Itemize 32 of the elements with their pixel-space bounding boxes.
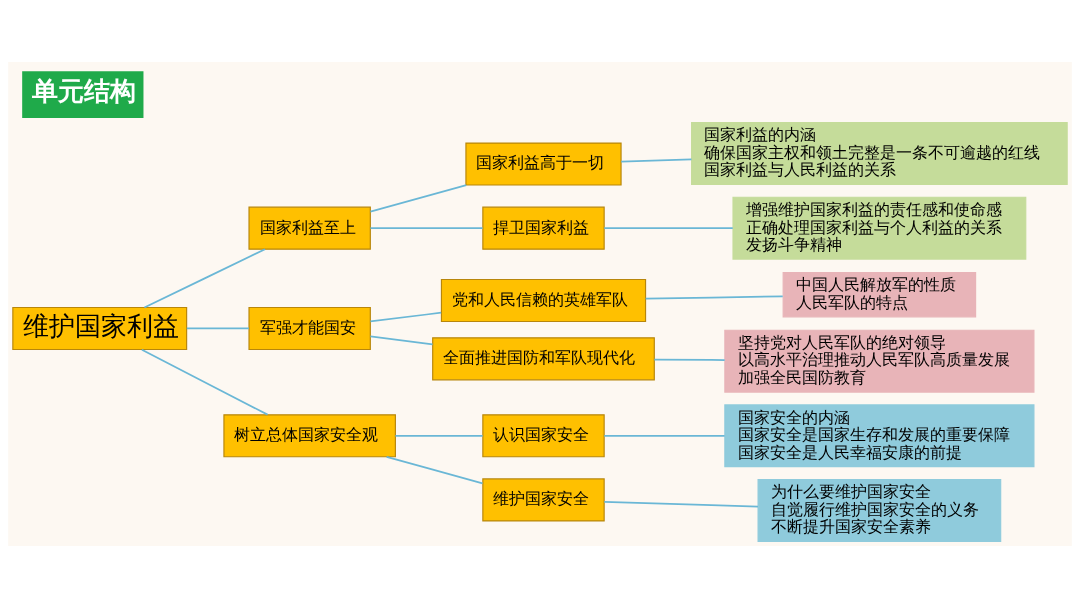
connector xyxy=(603,227,734,230)
connector xyxy=(603,500,759,508)
node-box: 国家利益至上 xyxy=(248,206,371,250)
node-box: 党和人民信赖的英雄军队 xyxy=(440,278,647,323)
connector xyxy=(369,227,484,230)
node-box: 维护国家利益 xyxy=(12,306,188,351)
connector xyxy=(385,455,484,485)
connector xyxy=(185,327,250,330)
node-box: 维护国家安全 xyxy=(482,478,605,522)
connector xyxy=(369,184,468,213)
diagram-title: 单元结构 xyxy=(31,76,136,107)
node-box: 树立总体国家安全观 xyxy=(223,414,396,458)
node-box: 增强维护国家利益的责任感和使命感 正确处理国家利益与个人利益的关系 发扬斗争精神 xyxy=(732,196,1027,260)
node-box: 中国人民解放军的性质 人民军队的特点 xyxy=(782,271,977,318)
node-box: 军强才能国安 xyxy=(248,306,371,351)
connector xyxy=(603,434,726,437)
node-box: 国家利益的内涵 确保国家主权和领土完整是一条不可逾越的红线 国家利益与人民利益的关系 xyxy=(691,122,1068,186)
node-box: 全面推进国防和军队现代化 xyxy=(432,337,655,381)
node-box: 认识国家安全 xyxy=(482,414,605,458)
connector xyxy=(644,295,784,300)
connector xyxy=(369,335,434,346)
node-box: 国家安全的内涵 国家安全是国家生存和发展的重要保障 国家安全是人民幸福安康的前提 xyxy=(724,404,1035,468)
node-box: 捍卫国家利益 xyxy=(482,206,605,250)
connector xyxy=(394,434,484,437)
connector xyxy=(141,348,269,416)
node-box: 国家利益高于一切 xyxy=(465,142,622,186)
connector xyxy=(620,158,693,163)
node-box: 为什么要维护国家安全 自觉履行维护国家安全的义务 不断提升国家安全素养 xyxy=(757,478,1002,542)
connector xyxy=(653,358,726,361)
node-box: 坚持党对人民军队的绝对领导 以高水平治理推动人民军队高质量发展 加强全民国防教育 xyxy=(724,329,1035,393)
connector xyxy=(143,248,266,309)
connector xyxy=(369,311,443,323)
